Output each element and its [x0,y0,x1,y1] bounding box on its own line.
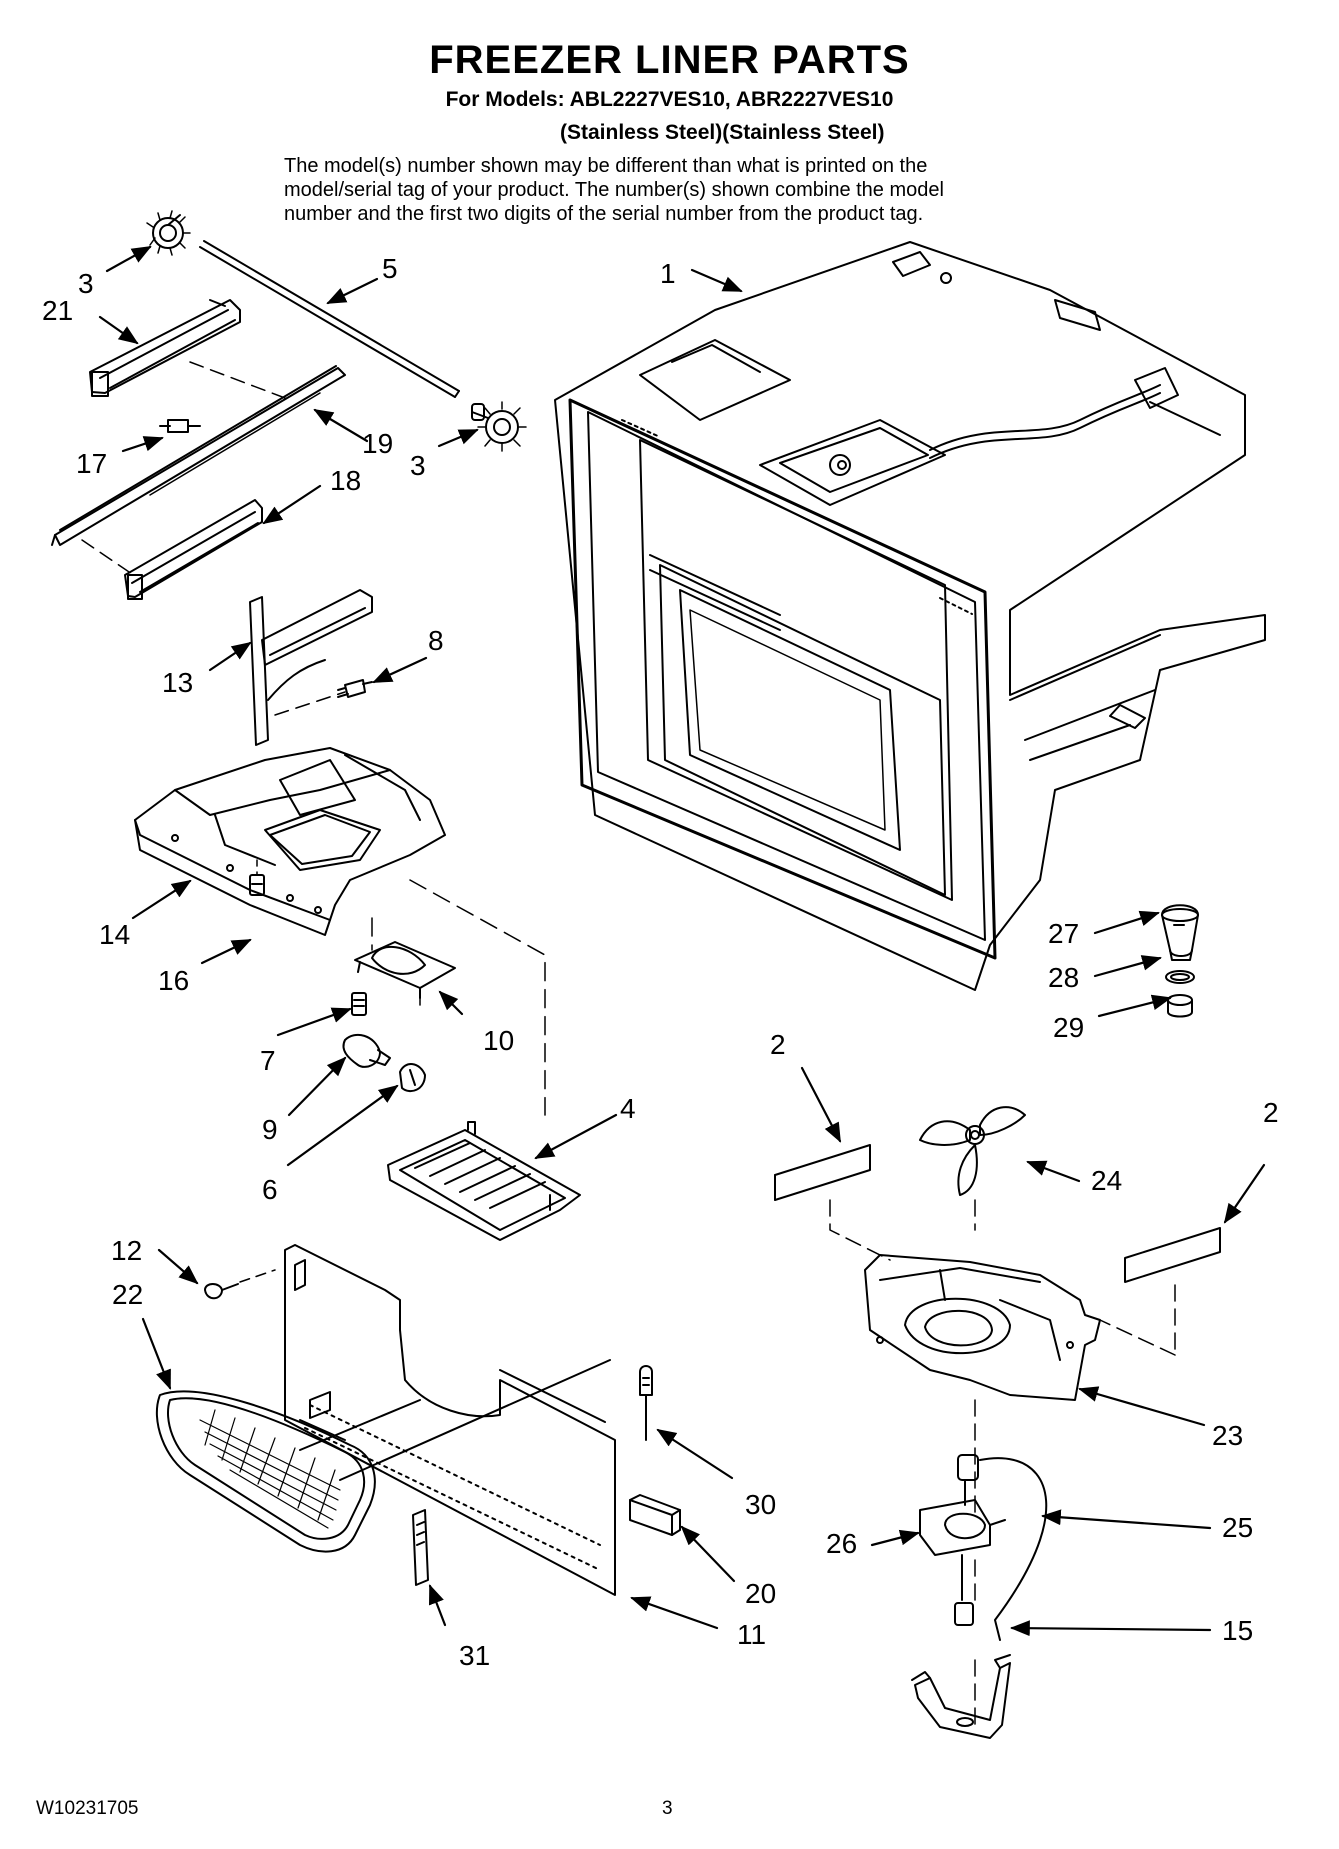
callout-14: 14 [99,919,130,950]
page-number: 3 [662,1798,673,1819]
model-list: For Models: ABL2227VES10, ABR2227VES10 [445,88,894,111]
evaporator-panel [284,1244,616,1596]
assembly-lines-top-left [81,361,286,575]
screw-8 [337,679,373,698]
disclaimer-line: The model(s) number shown may be differe… [284,155,928,177]
callout-12: 12 [111,1235,142,1266]
callout-30: 30 [745,1489,776,1520]
insulation-pad-right [1124,1227,1221,1283]
insulation-pad-left [774,1144,871,1201]
light-socket [399,1063,426,1093]
callout-22: 22 [112,1279,143,1310]
upper-slide-bracket [89,299,241,397]
assembly-lines-center [371,879,546,1116]
light-bulb [342,1033,391,1068]
callout-16: 16 [158,965,189,996]
callout-6: 6 [262,1174,278,1205]
heater-31 [412,1509,429,1586]
callout-8: 8 [428,625,444,656]
callout-20: 20 [745,1578,776,1609]
drip-tray [387,1121,581,1241]
callout-labels: 1 2 2 3 3 4 5 6 7 8 9 10 11 12 13 14 15 … [42,253,1279,1671]
screw-7 [351,992,367,1016]
callout-2-left: 2 [770,1029,786,1060]
callout-21: 21 [42,295,73,326]
callout-18: 18 [330,465,361,496]
gear-upper [146,210,191,256]
fan-blade [919,1106,1026,1196]
bracket-13 [249,589,373,746]
callout-23: 23 [1212,1420,1243,1451]
callout-19: 19 [362,428,393,459]
callout-2-right: 2 [1263,1097,1279,1128]
callout-5: 5 [382,253,398,284]
callout-1: 1 [660,258,676,289]
assembly-line-8 [274,691,346,716]
callout-9: 9 [262,1114,278,1145]
callout-13: 13 [162,667,193,698]
assembly-line-12 [239,1269,276,1283]
callout-26: 26 [826,1528,857,1559]
cap-29 [1167,994,1193,1018]
motor-bracket [911,1654,1011,1739]
callout-17: 17 [76,448,107,479]
freezer-liner [554,241,1266,991]
document-number: W10231705 [36,1798,139,1819]
motor-wire [979,1457,1048,1641]
light-housing [354,941,456,999]
callout-27: 27 [1048,918,1079,949]
screw-12 [204,1283,239,1300]
disclaimer-line: model/serial tag of your product. The nu… [284,179,944,201]
finish-note: (Stainless Steel)(Stainless Steel) [560,121,885,144]
heater-bar [629,1494,681,1536]
callout-3-lower: 3 [410,450,426,481]
callout-15: 15 [1222,1615,1253,1646]
evaporator-cover [134,747,446,936]
ring-28 [1165,970,1195,984]
screw-17 [159,419,201,433]
leader-arrows [98,245,1266,1637]
vent-grille [155,1390,376,1553]
slide-rail [51,365,346,546]
callout-24: 24 [1091,1165,1122,1196]
gear-lower [471,401,527,452]
callout-11: 11 [737,1619,766,1650]
callout-25: 25 [1222,1512,1253,1543]
disclaimer-line: number and the first two digits of the s… [284,203,924,225]
page-title: FREEZER LINER PARTS [429,38,910,82]
fan-shroud [864,1254,1101,1401]
rod [199,240,460,398]
fan-motor [919,1454,1006,1626]
damper-27 [1161,904,1199,961]
callout-29: 29 [1053,1012,1084,1043]
callout-10: 10 [483,1025,514,1056]
callout-4: 4 [620,1093,636,1124]
callout-31: 31 [459,1640,490,1671]
callout-28: 28 [1048,962,1079,993]
model-disclaimer: The model(s) number shown may be differe… [284,154,1104,226]
callout-7: 7 [260,1045,276,1076]
lower-slide-bracket [124,499,263,600]
sensor-30 [639,1365,653,1441]
callout-3-upper: 3 [78,268,94,299]
